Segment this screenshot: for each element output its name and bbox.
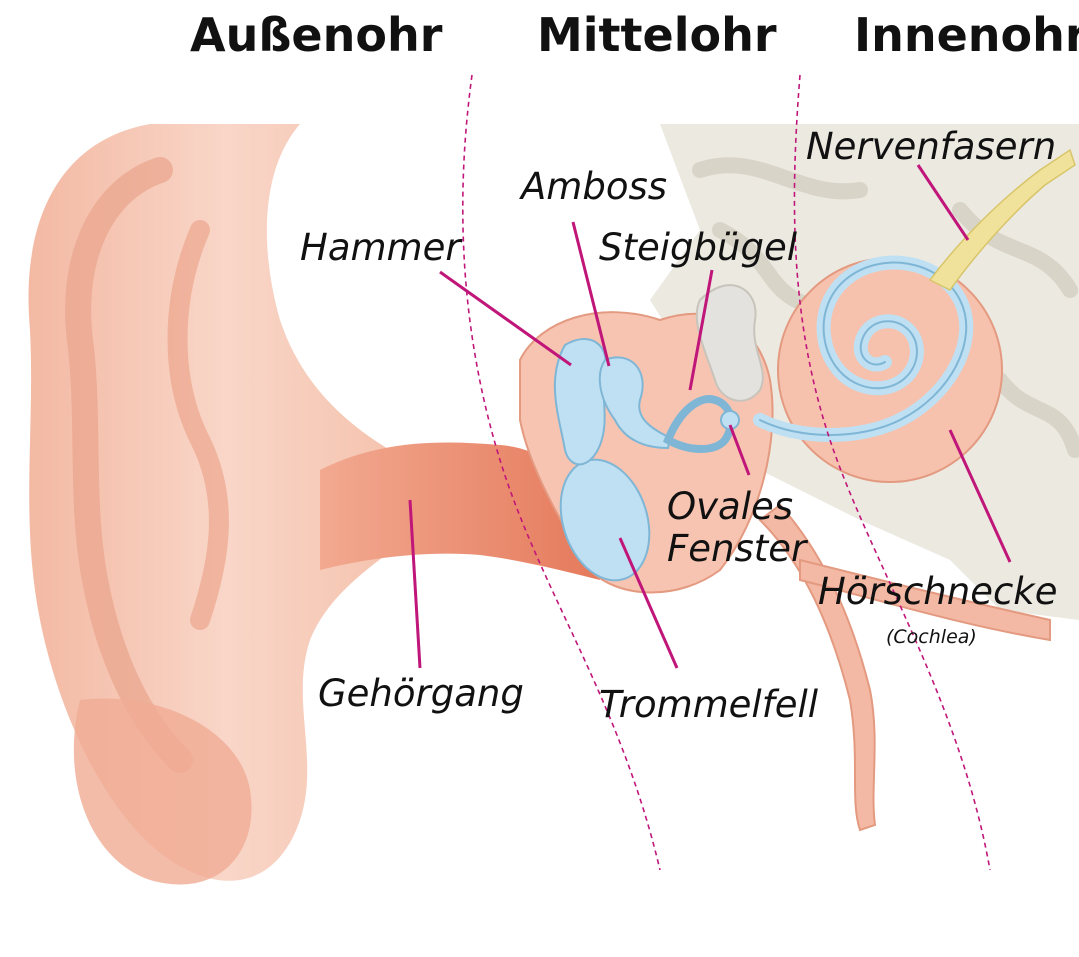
label-cochlea-latin: (Cochlea) [886,628,977,647]
label-nerve-fibers: Nervenfasern [806,128,1056,165]
leader-hammer [440,272,571,365]
cochlea-body [778,258,1002,482]
label-ear-canal: Gehörgang [318,675,524,712]
label-oval-window-line2: Fenster [667,530,806,567]
header-outer-ear: Außenohr [190,8,442,62]
label-stirrup: Steigbügel [599,229,797,266]
label-cochlea: Hörschnecke [818,573,1058,610]
label-eardrum: Trommelfell [599,686,818,723]
header-inner-ear: Innenohr [854,8,1079,62]
label-hammer: Hammer [300,229,461,266]
label-anvil: Amboss [521,168,667,205]
header-middle-ear: Mittelohr [537,8,777,62]
label-oval-window-line1: Ovales [667,488,793,525]
